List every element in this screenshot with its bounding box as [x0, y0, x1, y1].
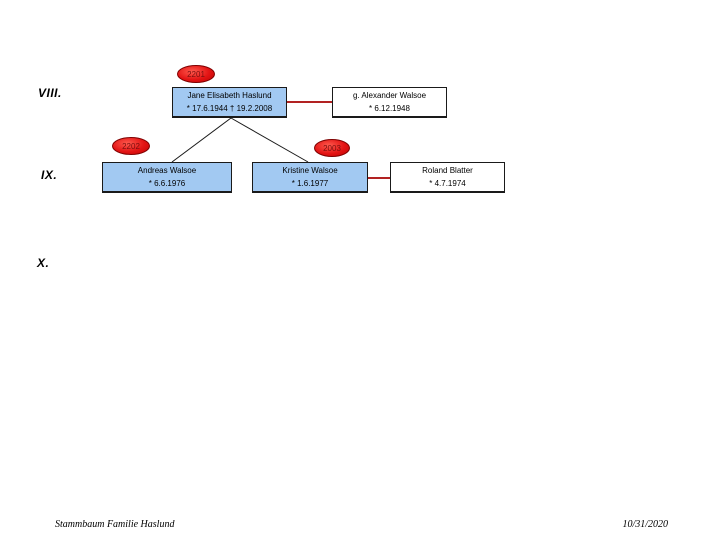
person-dates: * 6.6.1976 [148, 178, 186, 188]
marriage-line-jane-alexander [287, 101, 332, 103]
person-node-alexander[interactable]: g. Alexander Walsoe * 6.12.1948 [332, 87, 447, 118]
footer-document-title: Stammbaum Familie Haslund [55, 519, 175, 530]
person-name: Jane Elisabeth Haslund [187, 91, 272, 101]
descent-line-jane-andreas [171, 117, 232, 163]
generation-label-x: X. [37, 256, 50, 270]
person-name: Andreas Walsoe [137, 166, 197, 176]
generation-label-ix: IX. [41, 168, 58, 182]
person-dates: * 1.6.1977 [291, 178, 329, 188]
person-dates: * 6.12.1948 [369, 103, 410, 113]
marriage-line-kristine-roland [368, 177, 390, 179]
person-id-badge-andreas[interactable]: 2202 [112, 137, 150, 155]
person-id-badge-jane[interactable]: 2201 [177, 65, 215, 83]
person-id-badge-kristine[interactable]: 2003 [314, 139, 350, 157]
person-node-jane[interactable]: Jane Elisabeth Haslund * 17.6.1944 † 19.… [172, 87, 287, 118]
person-node-andreas[interactable]: Andreas Walsoe * 6.6.1976 [102, 162, 232, 193]
descent-line-jane-kristine [230, 117, 309, 163]
person-node-kristine[interactable]: Kristine Walsoe * 1.6.1977 [252, 162, 368, 193]
person-name: g. Alexander Walsoe [352, 91, 427, 101]
generation-label-viii: VIII. [38, 86, 62, 100]
person-dates: * 4.7.1974 [429, 178, 466, 188]
person-dates: * 17.6.1944 † 19.2.2008 [186, 103, 273, 113]
footer-date: 10/31/2020 [622, 519, 668, 530]
person-node-roland[interactable]: Roland Blatter * 4.7.1974 [390, 162, 505, 193]
person-name: Kristine Walsoe [282, 166, 338, 176]
person-name: Roland Blatter [422, 166, 473, 176]
